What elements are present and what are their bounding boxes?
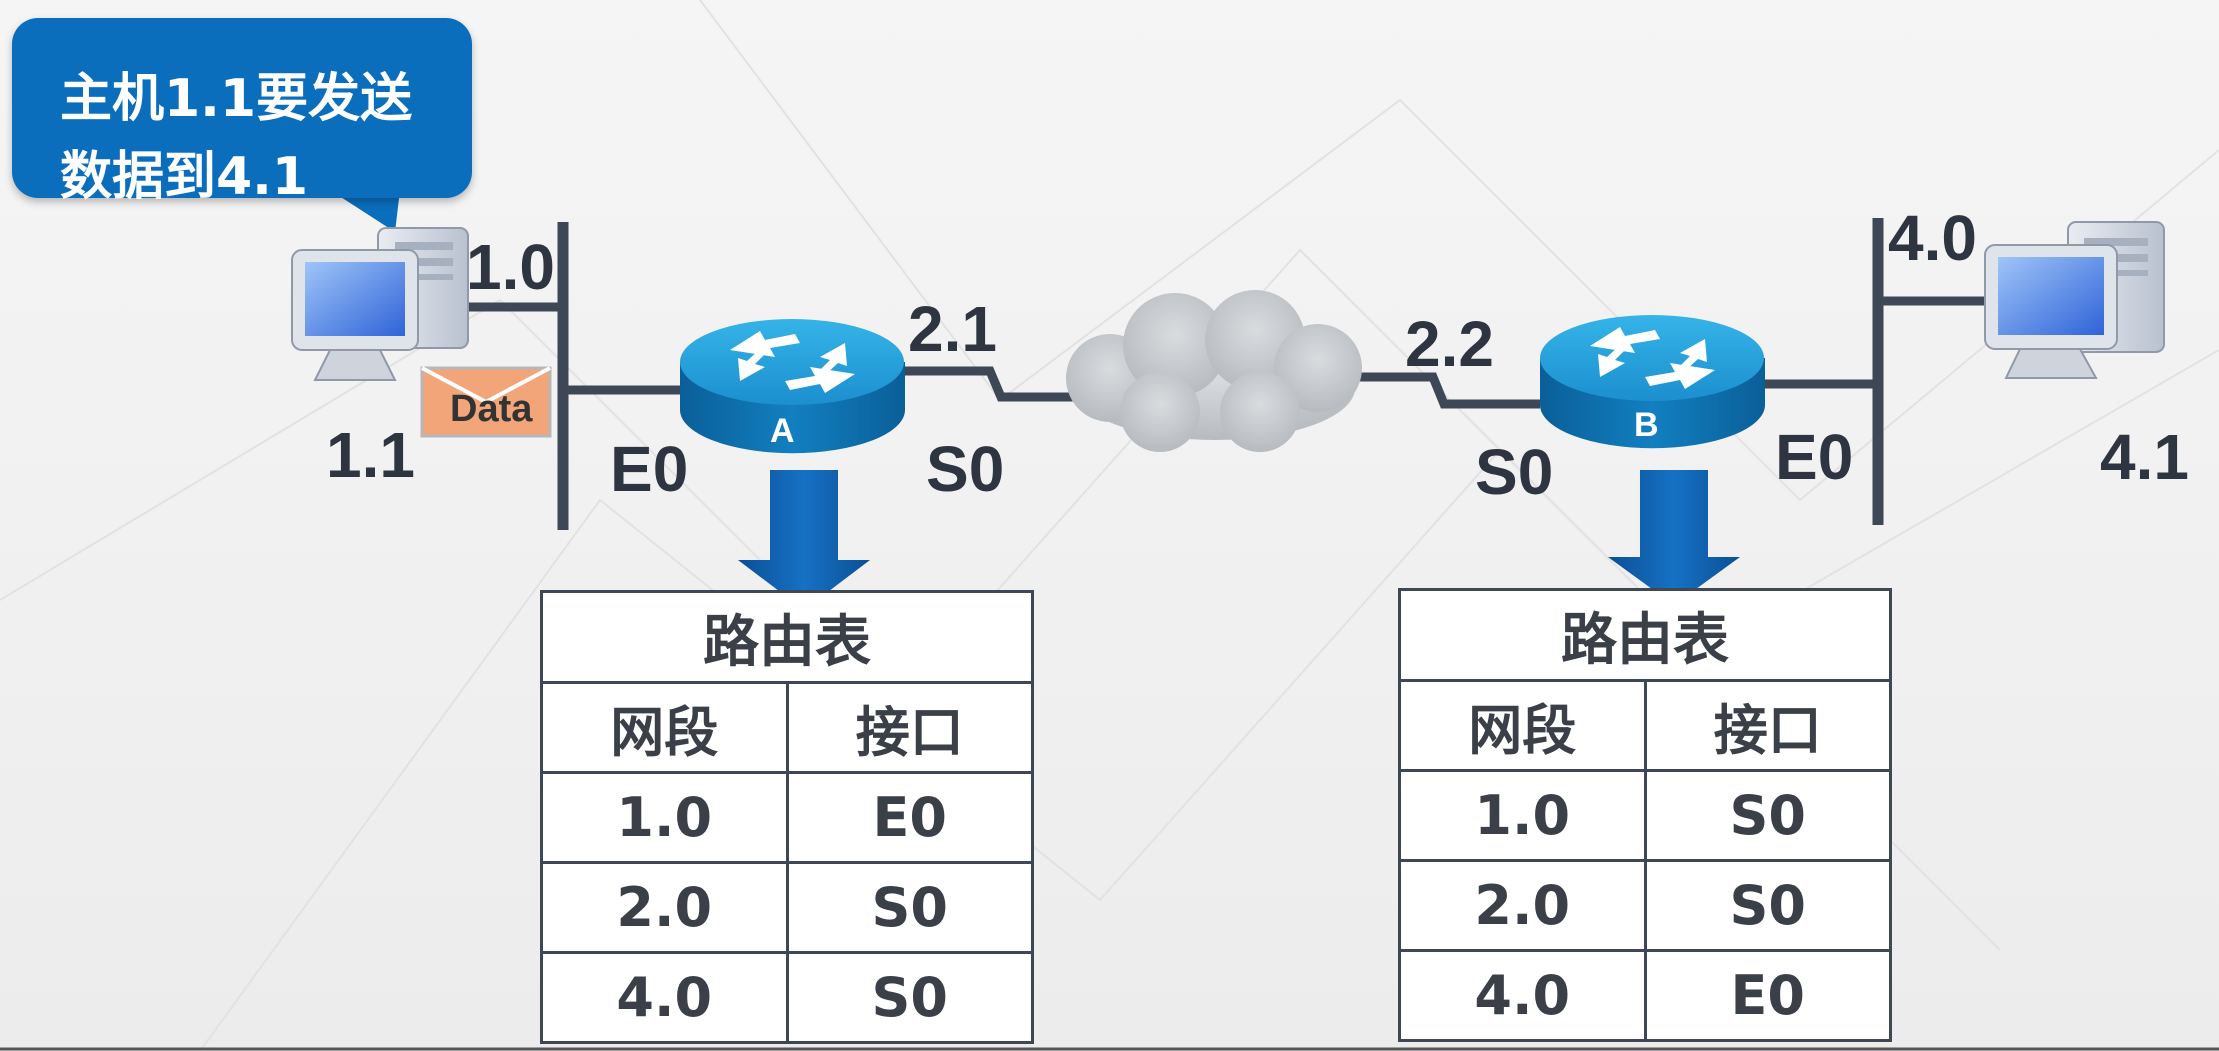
table-cell: 2.0: [540, 861, 789, 954]
left-host-label: 1.1: [326, 419, 415, 491]
speech-bubble: 主机1.1要发送 数据到4.1: [12, 18, 472, 207]
right-host-label: 4.1: [2100, 421, 2189, 493]
table-cell: S0: [1643, 769, 1892, 862]
table-title-row: 路由表: [1398, 588, 1892, 682]
router-b-name: B: [1634, 406, 1659, 444]
bubble-text: 主机1.1要发送 数据到4.1: [60, 60, 460, 216]
table-row: 1.0 E0: [540, 771, 1034, 864]
table-cell: 4.0: [1398, 949, 1647, 1042]
table-cell: S0: [785, 861, 1034, 954]
serial-link-a: [905, 366, 1075, 402]
table-row: 2.0 S0: [1398, 859, 1892, 952]
table-cell: S0: [785, 951, 1034, 1044]
router-a-serial-ip: 2.1: [908, 293, 997, 365]
routing-table-a-title: 路由表: [540, 590, 1034, 684]
table-cell: E0: [1643, 949, 1892, 1042]
table-cell: S0: [1643, 859, 1892, 952]
routing-table-b: 路由表 网段 接口 1.0 S0 2.0 S0 4.0 E0: [1398, 588, 1892, 1042]
table-row: 4.0 E0: [1398, 949, 1892, 1042]
left-network-label: 1.0: [466, 231, 555, 303]
routing-table-a: 路由表 网段 接口 1.0 E0 2.0 S0 4.0 S0: [540, 590, 1034, 1044]
bubble-line-2: 数据到4.1: [60, 147, 309, 207]
table-row: 2.0 S0: [540, 861, 1034, 954]
routing-table-a-header-interface: 接口: [785, 681, 1034, 774]
table-row: 1.0 S0: [1398, 769, 1892, 862]
router-a-name: A: [770, 412, 795, 450]
table-row: 4.0 S0: [540, 951, 1034, 1044]
serial-link-b: [1352, 372, 1540, 409]
router-b-s0-label: S0: [1475, 436, 1554, 508]
routing-table-b-header-interface: 接口: [1643, 679, 1892, 772]
router-a-e0-label: E0: [610, 433, 689, 505]
right-computer-icon: [1984, 221, 2165, 379]
routing-table-b-title: 路由表: [1398, 588, 1892, 682]
table-cell: 4.0: [540, 951, 789, 1044]
router-b-icon: [1540, 315, 1765, 449]
left-computer-icon: [291, 227, 469, 381]
routing-table-b-header-segment: 网段: [1398, 679, 1647, 772]
routing-table-a-header-segment: 网段: [540, 681, 789, 774]
table-header-row: 网段 接口: [540, 681, 1034, 774]
router-b-serial-ip: 2.2: [1405, 308, 1494, 380]
right-network-label: 4.0: [1888, 202, 1977, 274]
router-b-down-arrow: [1608, 470, 1740, 605]
bubble-line-1: 主机1.1要发送: [60, 69, 413, 129]
wan-cloud: [1066, 290, 1362, 452]
router-b-e0-label: E0: [1775, 421, 1854, 493]
table-cell: 2.0: [1398, 859, 1647, 952]
router-a-down-arrow: [738, 470, 870, 610]
table-cell: E0: [785, 771, 1034, 864]
table-header-row: 网段 接口: [1398, 679, 1892, 772]
router-a-s0-label: S0: [926, 433, 1005, 505]
router-a-icon: [680, 319, 906, 454]
data-packet-label: Data: [450, 388, 533, 430]
table-cell: 1.0: [1398, 769, 1647, 862]
bubble-tail: [330, 190, 400, 232]
table-title-row: 路由表: [540, 590, 1034, 684]
table-cell: 1.0: [540, 771, 789, 864]
data-packet-icon: [420, 366, 552, 438]
